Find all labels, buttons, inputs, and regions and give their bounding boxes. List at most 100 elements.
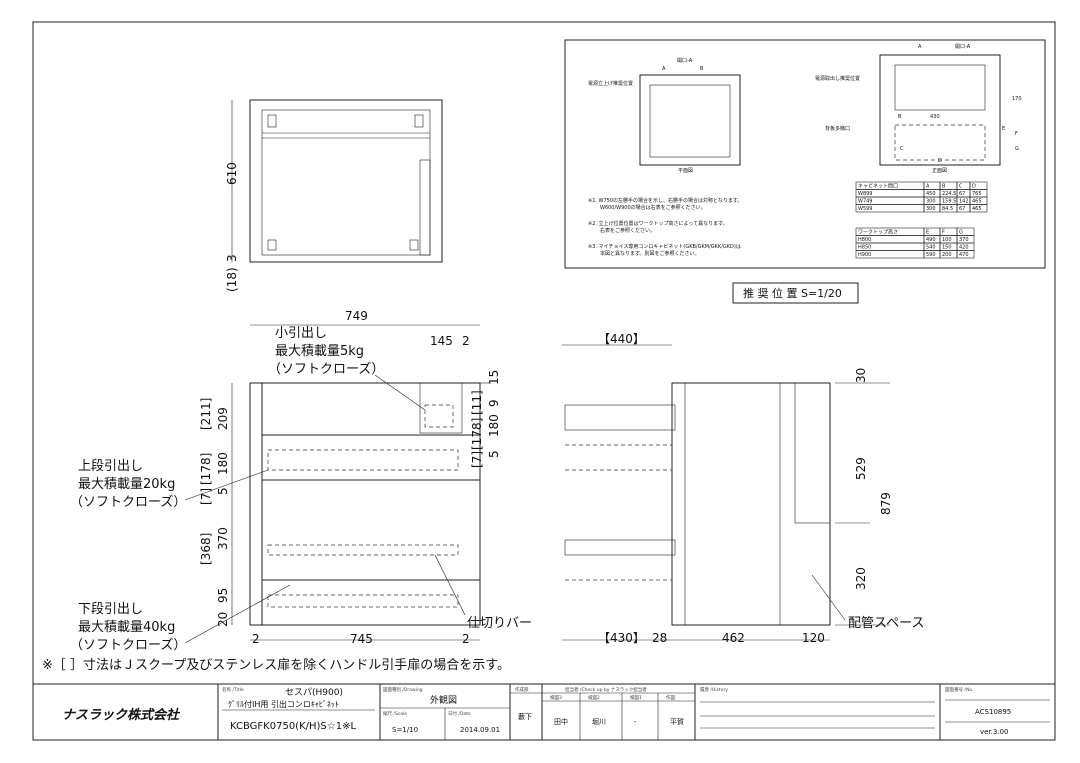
date-label: 日付 /Date [448, 710, 471, 717]
label-c: C [900, 146, 904, 152]
table-header: F [942, 230, 945, 236]
dim-320: 320 [854, 567, 868, 590]
recommended-position-inset: 開口-A A B 電源立上げ推奨位置 平面図 開口-A A 430 170 B … [564, 39, 1046, 269]
inset-dim-430: 430 [930, 114, 940, 120]
dim-745: 745 [350, 632, 373, 646]
model-number: KCBGFK0750(K/H)S☆1※L [230, 721, 356, 732]
dim-430: 【430】 [598, 631, 645, 645]
check-value: - [634, 718, 637, 726]
lower-drawer-label: 下段引出し [78, 602, 143, 617]
dim-440: 【440】 [598, 332, 645, 346]
author-label: 作成部 [515, 686, 529, 693]
sheet-border [32, 21, 1056, 741]
label-d: D [938, 158, 942, 164]
scale-label: 縮尺 /Scale [383, 710, 407, 717]
table-cell-text: 142 [959, 199, 969, 205]
small-drawer-label: 小引出し [275, 326, 327, 341]
dim-95: 95 [216, 588, 230, 603]
table-cell-text: 420 [959, 245, 969, 251]
dim-180: 180 [216, 452, 230, 475]
table-cell-text: 765 [972, 191, 982, 197]
check-value: 田中 [554, 717, 568, 726]
number-label: 図面番号 /No. [945, 686, 973, 693]
table-cell-text: 470 [959, 252, 969, 258]
label-b-front: B [898, 114, 902, 120]
table-header: A [926, 184, 930, 190]
table-header: ワークトップ高さ [858, 229, 898, 236]
label-a-front: A [918, 44, 922, 50]
table-cell-text: H800 [858, 237, 871, 243]
label-f: F [1015, 131, 1018, 137]
table-cell [956, 250, 975, 259]
dim-5: 5 [216, 487, 230, 495]
dim-5-right: 5 [487, 450, 501, 458]
piping-space-label: 配管スペース [848, 616, 924, 631]
dim-3: 3 [225, 254, 239, 262]
table-cell-text: 67 [959, 191, 965, 197]
table-cell-text: 450 [926, 191, 936, 197]
lower-drawer-softclose: （ソフトクローズ） [70, 637, 186, 653]
table-cell-text: 490 [926, 237, 936, 243]
table-cell-text: 100 [942, 237, 952, 243]
inset-caption-box [732, 282, 859, 304]
upper-drawer-label: 上段引出し [78, 459, 143, 474]
table-header: D [972, 184, 976, 190]
table-cell-text: W599 [858, 206, 873, 212]
dim-7-right: [7] [470, 451, 484, 468]
label-b: B [700, 66, 704, 72]
date: 2014.09.01 [460, 726, 500, 734]
inset-note: ※3. マイチョイス専用コンロキャビネット(GKB/GKM/GKK/GKD)は [588, 243, 741, 250]
table-cell-text: 300 [926, 206, 936, 212]
dimension-note: ※［ ］寸法はＪスクープ及びステンレス扉を除くハンドル引手扉の場合を示す。 [42, 657, 510, 673]
table-cell-text: 84.5 [942, 206, 953, 212]
side-view: 【440】 30 529 320 879 【430】 28 462 120 配管… [562, 332, 924, 645]
dim-178-right: [178] [470, 418, 484, 450]
label-a: A [662, 66, 666, 72]
dim-7: [7] [199, 488, 213, 505]
table-cell-text: 67 [959, 206, 965, 212]
label-g: G [1015, 146, 1019, 152]
small-drawer-load: 最大積載量5kg [275, 344, 364, 359]
dim-bottom-2-left: 2 [252, 632, 260, 646]
author: 藪下 [518, 712, 532, 721]
product-subtitle: ｸﾞﾘﾙ付IH用 引出コンロｷｬﾋﾞﾈｯﾄ [228, 699, 339, 709]
dim-120: 120 [802, 631, 825, 645]
lower-drawer-load: 最大積載量40kg [78, 620, 175, 635]
label-e: E [1002, 126, 1005, 132]
table-cell-text: 150 [942, 245, 952, 251]
dim-749: 749 [345, 309, 368, 323]
dim-28: 28 [652, 631, 667, 645]
dim-610: 610 [225, 162, 239, 185]
dim-368: [368] [199, 533, 213, 565]
check-header: 検図1 [630, 694, 642, 701]
table-cell-text: H850 [858, 245, 871, 251]
history-label: 履歴 /History [700, 687, 728, 693]
small-drawer-softclose: （ソフトクローズ） [268, 361, 384, 377]
dim-30: 30 [854, 368, 868, 383]
front-view: 749 小引出し 最大積載量5kg （ソフトクローズ） 145 2 [211] … [70, 309, 532, 653]
table-cell-text: 300 [926, 199, 936, 205]
dim-11: [11] [470, 390, 484, 415]
check-value: 堀川 [592, 717, 606, 726]
name-label: 名称 /Title [222, 686, 244, 693]
drawing-label: 図面種別 /Drawing [383, 686, 423, 693]
product-name: セスパ(H900) [285, 687, 343, 698]
check-header: 検図2 [588, 694, 600, 701]
dim-370: 370 [216, 527, 230, 550]
company-logo: ナスラック株式会社 [62, 707, 181, 723]
table-cell-text: 465 [972, 199, 982, 205]
dim-18: (18) [225, 267, 239, 292]
table-cell-text: 224.5 [942, 191, 956, 197]
dim-180-right: 180 [487, 414, 501, 437]
table-cell-text: 370 [959, 237, 969, 243]
divider-bar-label: 仕切りバー [467, 616, 532, 631]
drawing-type: 外観図 [430, 694, 457, 706]
inset-note: W600/W900の場合は右表をご参照ください。 [600, 204, 706, 211]
power-label-left: 電源立上げ推奨位置 [588, 80, 633, 87]
table-cell-text: 200 [942, 252, 952, 258]
upper-drawer-softclose: （ソフトクローズ） [70, 494, 186, 510]
table-header: E [926, 230, 929, 236]
inset-note: ※1. W750の左勝手の場合を示し、右勝手の場合は対称となります。 [588, 197, 742, 204]
